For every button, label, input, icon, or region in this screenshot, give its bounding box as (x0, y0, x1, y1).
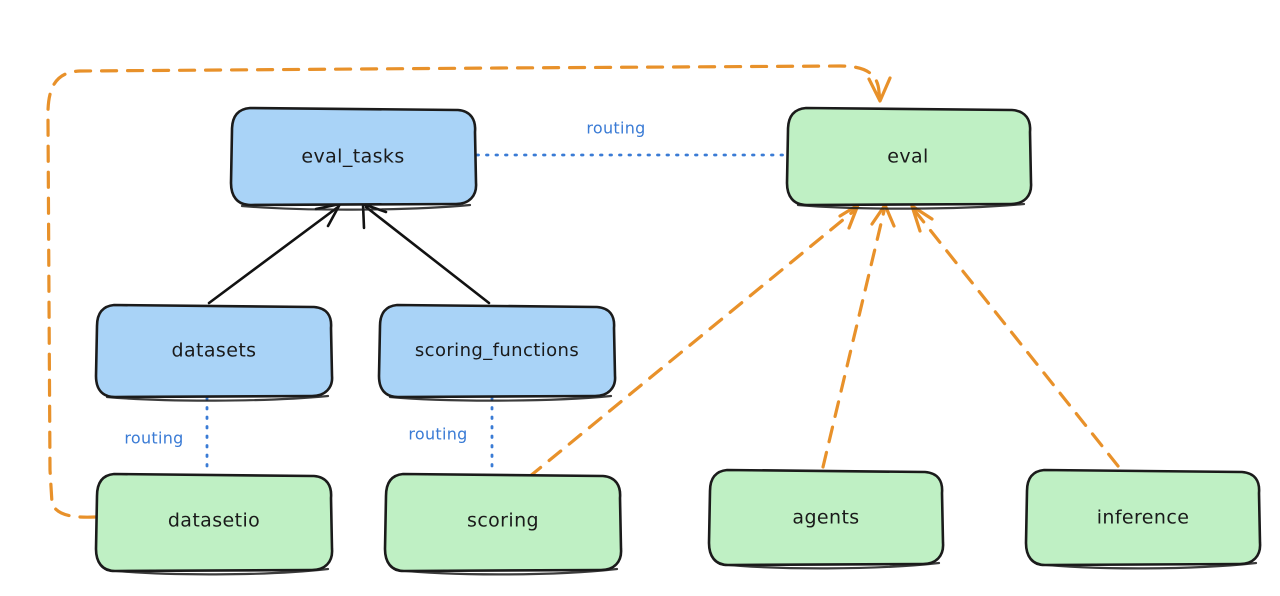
label-backdrop-routing-eval (569, 113, 664, 143)
node-datasets[interactable]: datasets (94, 303, 334, 402)
node-label-datasets: datasets (172, 340, 257, 362)
node-datasetio[interactable]: datasetio (94, 472, 334, 576)
node-label-eval: eval (887, 146, 928, 168)
routing-label-scoring: routing (408, 425, 467, 444)
edge-inference-to-eval (910, 204, 1120, 468)
node-agents[interactable]: agents (707, 468, 945, 570)
edge-agents-to-eval (821, 203, 896, 469)
edge-label-routing-eval: routing (569, 113, 664, 143)
edge-label-routing-datasets: routing (108, 423, 200, 453)
node-scoring[interactable]: scoring (383, 472, 623, 576)
node-label-datasetio: datasetio (168, 510, 260, 532)
node-label-scoring-functions: scoring_functions (415, 340, 579, 361)
node-eval[interactable]: eval (785, 106, 1033, 210)
label-backdrop-routing-datasets (108, 423, 200, 453)
node-label-agents: agents (792, 507, 859, 529)
node-label-scoring: scoring (467, 510, 539, 532)
label-backdrop-routing-scoring (392, 419, 484, 449)
edge-datasetio-to-eval (46, 64, 892, 519)
node-eval-tasks[interactable]: eval_tasks (229, 106, 478, 211)
edge-label-routing-scoring: routing (392, 419, 484, 449)
node-scoring-functions[interactable]: scoring_functions (377, 303, 617, 402)
routing-label-eval: routing (586, 119, 645, 138)
edge-scoring_functions-to-eval_tasks (361, 202, 491, 305)
routing-label-datasets: routing (124, 429, 183, 448)
node-label-inference: inference (1097, 507, 1190, 529)
node-inference[interactable]: inference (1024, 468, 1262, 570)
edge-datasets-to-eval_tasks (207, 202, 342, 305)
node-label-eval-tasks: eval_tasks (301, 146, 404, 168)
